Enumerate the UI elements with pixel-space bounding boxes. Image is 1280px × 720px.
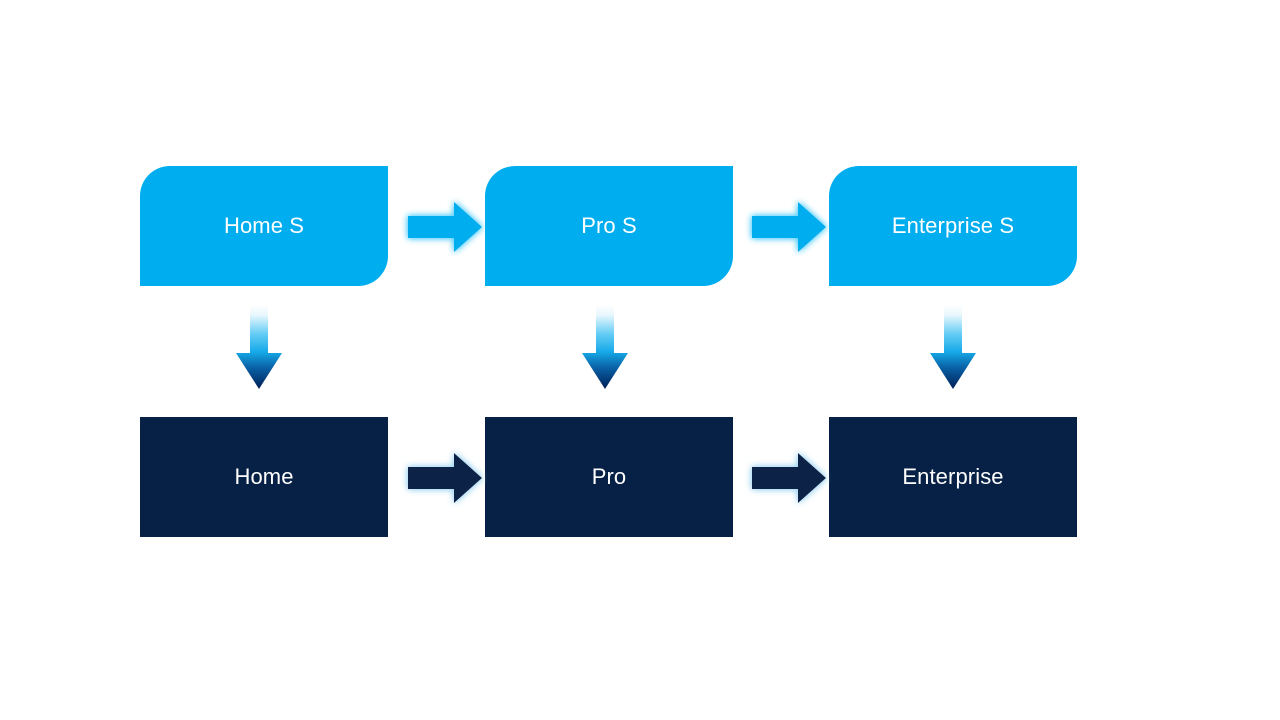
arrow-down-icon-enterprise-s-to-enterprise (930, 305, 976, 389)
node-label: Pro S (581, 212, 637, 238)
arrow-down-icon-home-s-to-home (236, 305, 282, 389)
node-enterprise[interactable]: Enterprise (829, 417, 1077, 537)
arrow-down-icon-pro-s-to-pro (582, 305, 628, 389)
node-pro[interactable]: Pro (485, 417, 733, 537)
node-label: Pro (591, 463, 627, 489)
arrow-right-icon-pro-to-enterprise (752, 453, 826, 503)
node-label: Home (234, 463, 294, 489)
node-label: Home S (223, 212, 305, 238)
node-home[interactable]: Home (140, 417, 388, 537)
node-label: Enterprise (902, 463, 1004, 489)
arrow-right-icon-pro-s-to-enterprise-s (752, 202, 826, 252)
node-label: Enterprise S (891, 212, 1015, 238)
node-pro-s[interactable]: Pro S (485, 166, 733, 286)
node-home-s[interactable]: Home S (140, 166, 388, 286)
arrow-right-icon-home-to-pro (408, 453, 482, 503)
arrow-right-icon-home-s-to-pro-s (408, 202, 482, 252)
node-enterprise-s[interactable]: Enterprise S (829, 166, 1077, 286)
